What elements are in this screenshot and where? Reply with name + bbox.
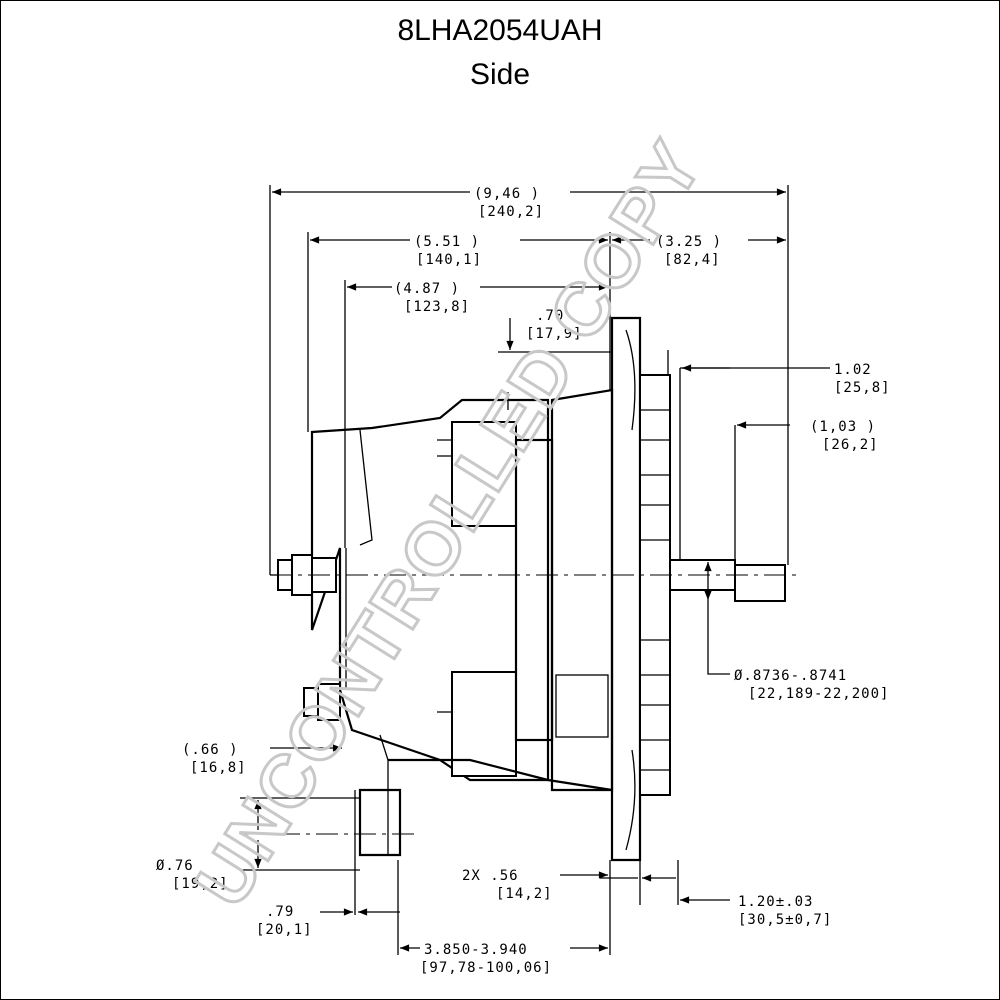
dim-boss: .79 [266,904,294,920]
dim-foot-width: 2X .56 [462,868,519,884]
extension-lines [240,185,789,955]
dim-front-length: (3.25 ) [656,234,722,250]
dim-flange-mm: [17,9] [526,326,583,342]
dim-overall-length: (9,46 ) [474,186,540,202]
dimension-lines [254,188,830,952]
dim-mount-offset: (.66 ) [182,742,239,758]
dim-flange: .70 [536,308,564,324]
dim-hole-diameter-mm: [19,2] [172,876,229,892]
dim-shaft-diameter-mm: [22,189-22,200] [748,686,889,702]
dim-shaft-length-mm: [25,8] [834,380,891,396]
dim-foot-span-mm: [97,78-100,06] [420,960,552,976]
dim-pulley-offset-mm: [30,5±0,7] [738,912,832,928]
drawing-subtitle: Side [469,58,531,91]
alternator-body [310,388,614,857]
mounting-foot [358,788,402,857]
dim-pulley-offset: 1.20±.03 [738,894,813,910]
dim-foot-width-mm: [14,2] [496,886,553,902]
dim-shaft-length: 1.02 [834,362,872,378]
dim-mid-length-mm: [123,8] [404,299,470,315]
dim-mid-length: (4.87 ) [394,281,460,297]
lower-stud [303,683,341,721]
dim-shaft-length-ref-mm: [26,2] [822,437,879,453]
drawing-title: 8LHA2054UAH [397,14,603,47]
drive-end-housing [550,388,614,792]
dim-shaft-length-ref: (1,03 ) [810,419,876,435]
dimension-labels: (9,46 ) [240,2] (5.51 ) [140,1] (3.25 ) … [156,186,891,976]
dim-rear-length-mm: [140,1] [416,252,482,268]
dim-hole-diameter: Ø.76 [156,858,194,874]
dim-boss-mm: [20,1] [256,922,313,938]
shaft [669,559,786,602]
dim-rear-length: (5.51 ) [414,234,480,250]
dim-overall-length-mm: [240,2] [478,204,544,220]
dim-front-length-mm: [82,4] [664,252,721,268]
dim-foot-span: 3.850-3.940 [424,942,528,958]
fan-assembly [610,316,671,862]
dim-shaft-diameter: Ø.8736-.8741 [734,668,847,684]
dim-mount-offset-mm: [16,8] [190,760,247,776]
